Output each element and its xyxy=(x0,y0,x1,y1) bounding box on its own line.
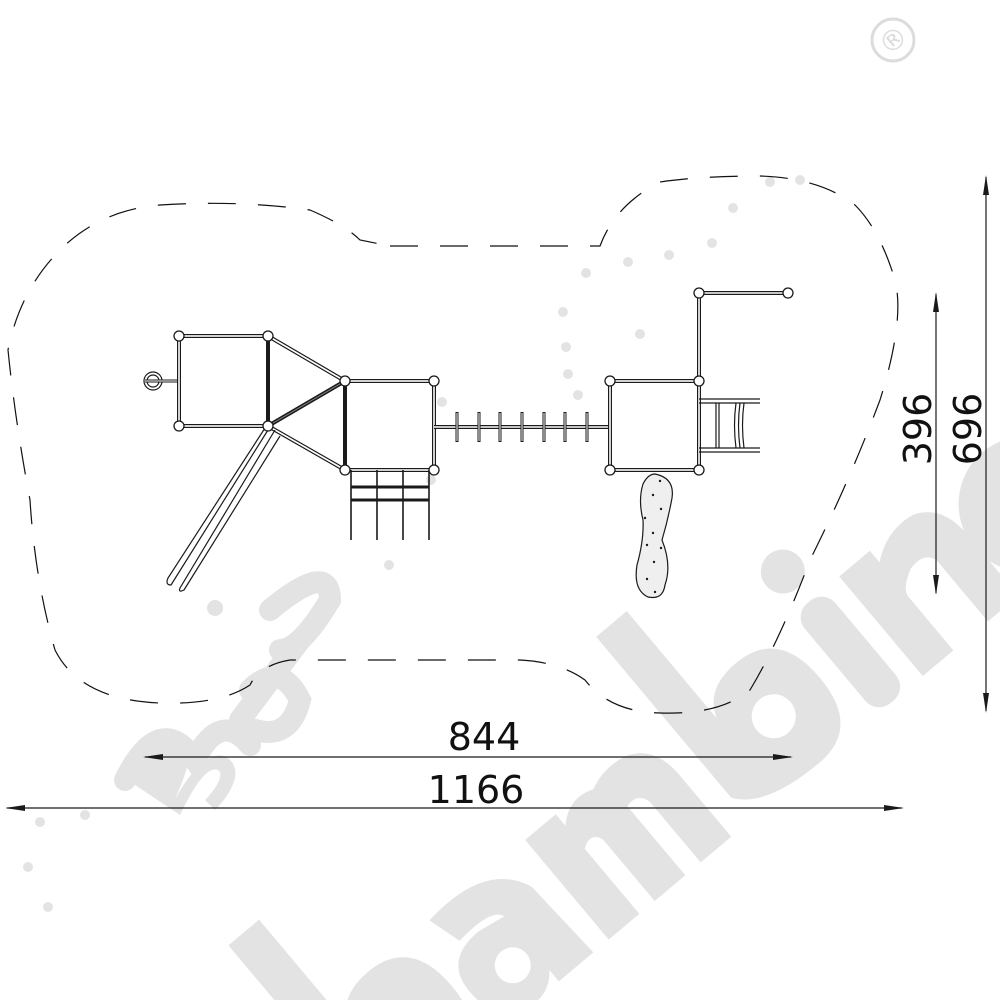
wavy-climbing-wall xyxy=(635,473,673,599)
dimension-label-396: 396 xyxy=(896,393,940,466)
steering-wheel-icon xyxy=(143,371,178,391)
horizontal-ladder-bridge xyxy=(434,412,610,442)
dimension-inner-depth: 396 xyxy=(896,292,940,595)
safety-zone-outline xyxy=(7,175,899,714)
joint-nodes xyxy=(173,287,794,476)
climbing-net-ladder xyxy=(350,470,430,540)
triangular-bridge-connector xyxy=(264,334,349,472)
dimension-label-1166: 1166 xyxy=(428,768,525,812)
dimension-lines: 844 1166 396 696 xyxy=(5,175,990,812)
right-tower-platform xyxy=(608,379,701,472)
registered-mark-icon: ® xyxy=(870,17,916,63)
left-tower-platform xyxy=(177,334,270,428)
equipment xyxy=(143,287,794,599)
dimension-label-844: 844 xyxy=(448,715,521,759)
dimension-label-696: 696 xyxy=(946,393,990,466)
access-ladder xyxy=(699,398,760,453)
watermark-logo: ® xyxy=(23,17,1000,1000)
overhead-bar-frame xyxy=(697,291,788,381)
dimension-outer-depth: 696 xyxy=(946,175,990,713)
middle-tower-platform xyxy=(343,379,436,472)
slide xyxy=(166,427,281,592)
dimension-outer-width: 1166 xyxy=(5,768,904,812)
dimension-inner-width: 844 xyxy=(143,715,793,760)
